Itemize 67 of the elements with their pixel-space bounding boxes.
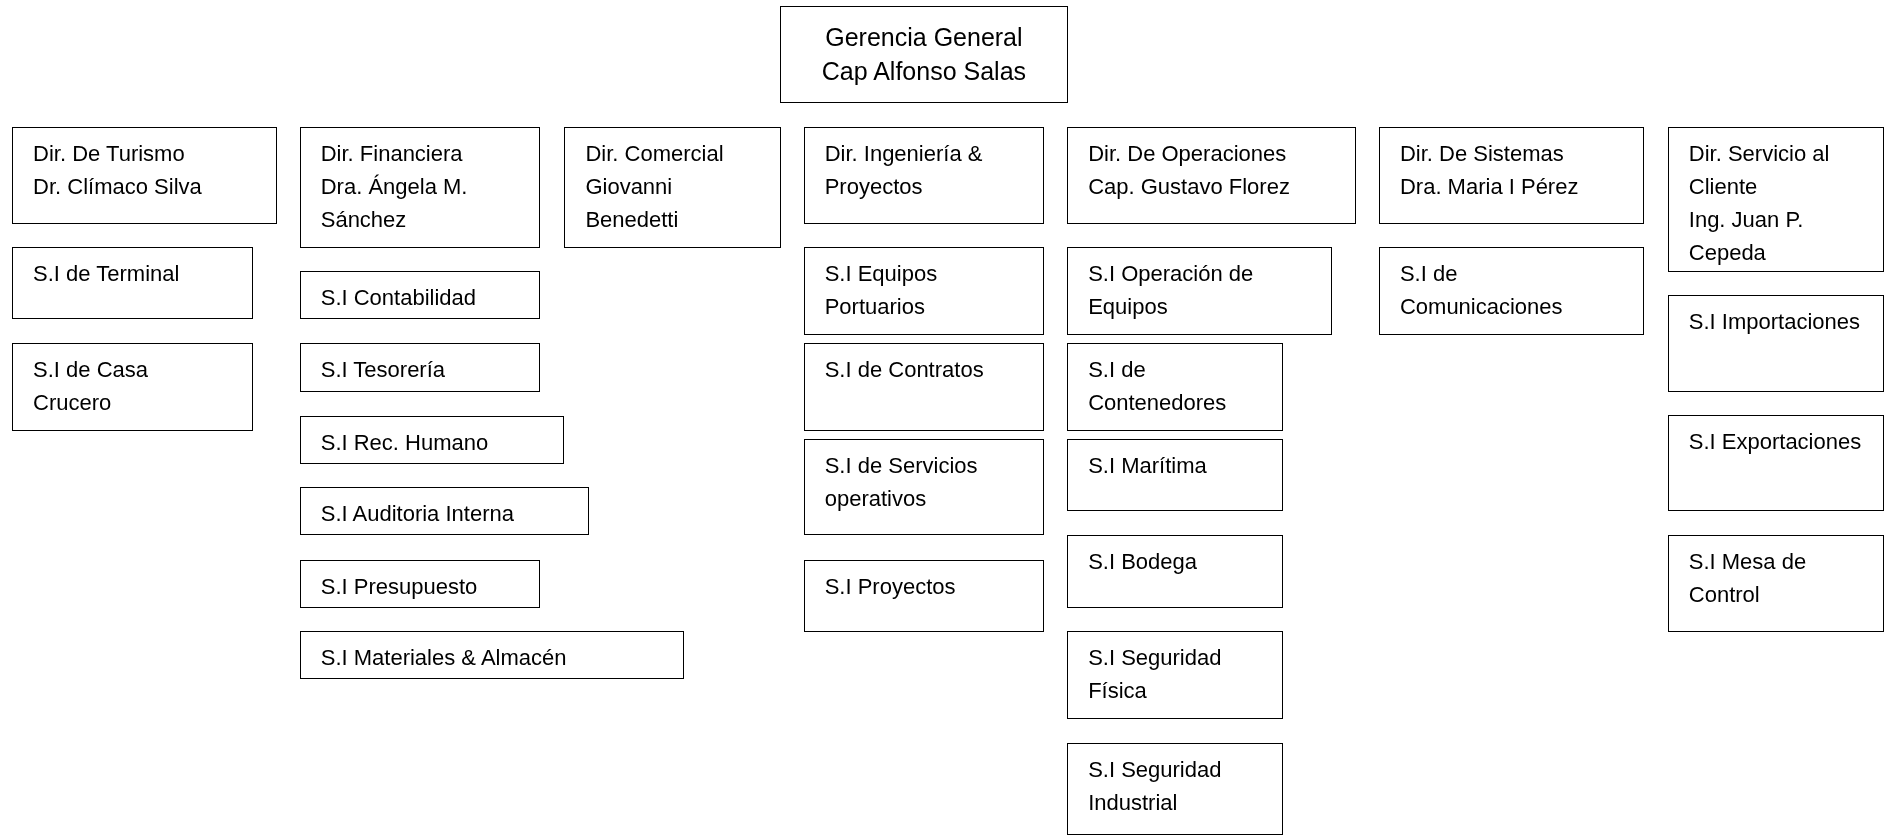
org-box [1667,126,1885,272]
person-name: Dra. Ángela M. Sánchez [320,172,469,234]
person-name: Cap Alfonso Salas [821,56,1027,88]
person-name: Dr. Clímaco Silva [33,172,203,201]
unit-title: S.I Contabilidad [320,283,478,312]
org-box [779,6,1069,103]
org-box [564,126,781,248]
org-box [803,438,1045,536]
unit-title: S.I Materiales & Almacén [320,643,568,672]
unit-title: S.I Equipos Portuarios [824,259,939,321]
unit-title: Dir. Ingeniería & Proyectos [824,139,984,201]
unit-title: S.I de Casa Crucero [33,356,150,418]
org-box [299,415,565,465]
org-box [299,559,541,608]
org-box [1067,743,1284,836]
org-box [299,270,541,320]
org-box [1667,535,1885,633]
org-box [1067,630,1284,720]
org-box [299,630,685,680]
unit-title: Dir. De Sistemas [1399,139,1565,168]
unit-title: S.I Importaciones [1688,307,1861,336]
org-box [803,343,1045,432]
unit-title: S.I Seguridad Física [1088,643,1223,705]
org-box [1378,126,1644,224]
unit-title: Dir. Financiera [320,139,464,168]
org-box [1667,294,1885,392]
unit-title: S.I de Servicios operativos [824,451,979,513]
unit-title: S.I Auditoria Interna [320,500,515,529]
person-name: Giovanni Benedetti [585,172,680,234]
unit-title: S.I de Terminal [33,259,181,288]
org-box [1067,343,1284,432]
person-name: Dra. Maria I Pérez [1399,172,1580,201]
unit-title: S.I Mesa de Control [1688,548,1808,610]
unit-title: S.I de Contenedores [1088,356,1228,418]
org-box [12,126,277,224]
unit-title: Dir. Servicio al Cliente [1688,139,1831,201]
org-box [299,343,541,392]
unit-title: Gerencia General [825,22,1023,54]
org-box [1067,535,1284,608]
org-box [1067,246,1332,335]
unit-title: S.I Seguridad Industrial [1088,756,1223,818]
org-box [1667,414,1885,512]
org-box [12,246,253,320]
unit-title: S.I Operación de Equipos [1088,259,1255,321]
org-box [803,559,1045,633]
unit-title: S.I Proyectos [824,572,957,601]
person-name: Cap. Gustavo Florez [1088,172,1291,201]
org-box [803,246,1045,335]
unit-title: S.I Bodega [1088,548,1198,577]
unit-title: S.I Rec. Humano [320,428,490,457]
unit-title: Dir. De Operaciones [1088,139,1288,168]
person-name: Ing. Juan P. Cepeda [1688,205,1805,267]
unit-title: Dir. De Turismo [33,139,186,168]
unit-title: Dir. Comercial [585,139,725,168]
unit-title: S.I Tesorería [320,356,447,385]
org-box [12,343,253,432]
unit-title: S.I Marítima [1088,451,1208,480]
org-box [1067,126,1356,224]
org-box [1067,438,1284,512]
unit-title: S.I de Contratos [824,356,985,385]
org-box [299,126,541,248]
unit-title: S.I Presupuesto [320,572,479,601]
org-box [803,126,1045,224]
unit-title: S.I de Comunicaciones [1399,259,1564,321]
org-box [299,487,589,536]
org-box [1378,246,1644,335]
unit-title: S.I Exportaciones [1688,427,1863,456]
